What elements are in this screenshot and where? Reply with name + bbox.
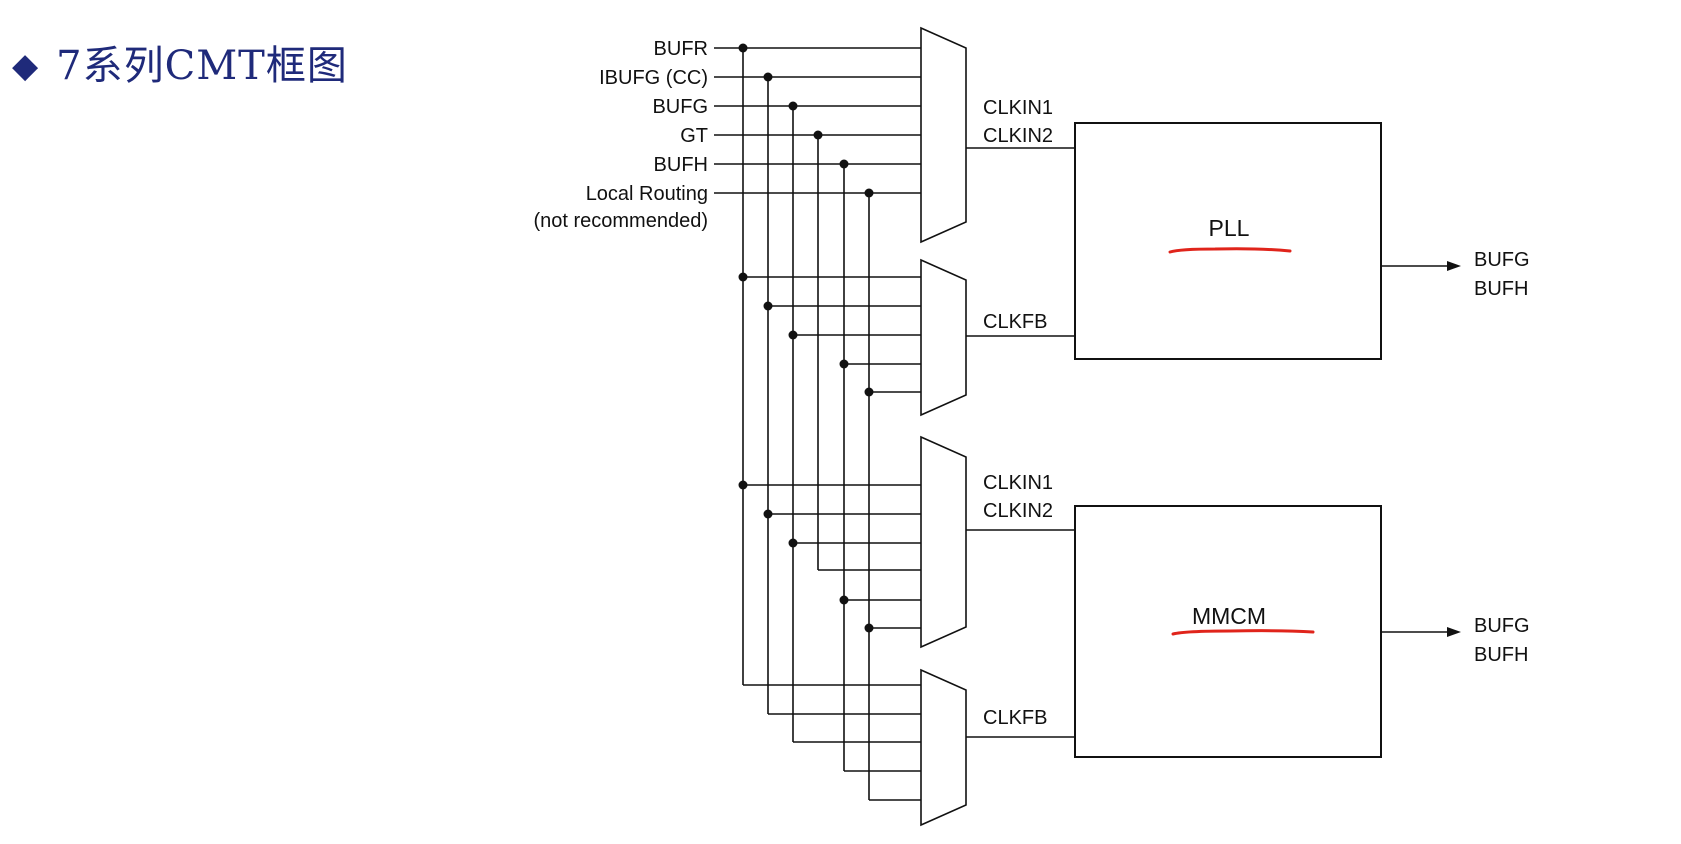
arrow-heads: [1447, 261, 1461, 637]
pll-block: [1074, 122, 1382, 360]
mux4-input-lines: [743, 684, 921, 801]
mux2-input-lines: [743, 276, 921, 393]
mmcm-port-labels: CLKIN1 CLKIN2 CLKFB: [983, 472, 1053, 729]
pll-output-labels: BUFG BUFH: [1474, 249, 1530, 300]
pll-annotation-underline: [1168, 247, 1292, 254]
pll-output-arrow-icon: [1447, 261, 1461, 271]
input-label-ibufg-cc: IBUFG (CC): [599, 67, 708, 89]
mux-pll-clkfb: [920, 258, 967, 417]
mux-pll-clkin: [920, 26, 967, 244]
mmcm-out-bufh-label: BUFH: [1474, 644, 1528, 666]
slide-title: ◆ 7系列CMT框图: [12, 46, 348, 86]
input-label-bufg: BUFG: [652, 96, 708, 118]
pll-out-bufh-label: BUFH: [1474, 278, 1528, 300]
pll-out-bufg-label: BUFG: [1474, 249, 1530, 271]
mmcm-clkfb-label: CLKFB: [983, 707, 1047, 729]
pll-clkin2-label: CLKIN2: [983, 125, 1053, 147]
input-label-not-recommended: (not recommended): [533, 210, 708, 232]
mmcm-block-name: MMCM: [1192, 603, 1266, 629]
input-labels: BUFR IBUFG (CC) BUFG GT BUFH Local Routi…: [533, 38, 708, 232]
vertical-buses: [742, 48, 870, 800]
mmcm-clkin2-label: CLKIN2: [983, 500, 1053, 522]
mmcm-output-arrow-icon: [1447, 627, 1461, 637]
pll-clkin1-label: CLKIN1: [983, 97, 1053, 119]
pll-port-labels: CLKIN1 CLKIN2 CLKFB: [983, 97, 1053, 333]
input-label-bufr: BUFR: [654, 38, 708, 60]
pll-clkfb-label: CLKFB: [983, 311, 1047, 333]
input-label-gt: GT: [680, 125, 708, 147]
mux-mmcm-clkfb: [920, 668, 967, 827]
input-label-local-routing: Local Routing: [586, 183, 708, 205]
pll-block-name: PLL: [1209, 215, 1250, 241]
mmcm-annotation-underline: [1171, 629, 1315, 636]
diamond-bullet-icon: ◆: [12, 46, 39, 86]
mmcm-out-bufg-label: BUFG: [1474, 615, 1530, 637]
mux3-input-lines: [743, 484, 921, 629]
junction-dots: [738, 43, 874, 633]
slide-title-text: 7系列CMT框图: [56, 43, 348, 89]
mmcm-output-labels: BUFG BUFH: [1474, 615, 1530, 666]
mmcm-clkin1-label: CLKIN1: [983, 472, 1053, 494]
mux-mmcm-clkin: [920, 435, 967, 649]
input-label-bufh: BUFH: [654, 154, 708, 176]
